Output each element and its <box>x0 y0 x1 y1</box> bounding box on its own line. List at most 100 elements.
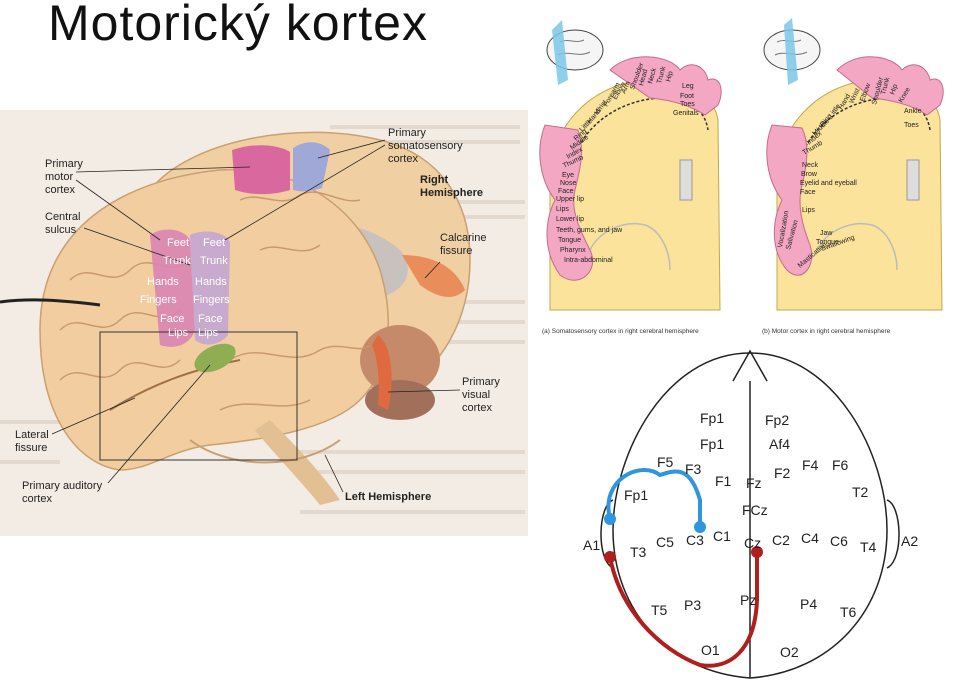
electrode-c2: C2 <box>772 532 790 548</box>
electrode-f5: F5 <box>657 454 674 470</box>
red-electrode-dot-left <box>604 551 616 563</box>
motor-jaw: Jaw <box>820 230 833 237</box>
homunculus-sensory-figure: Genitals Toes Foot Leg Hip Trunk Neck He… <box>539 20 722 335</box>
sens-toes: Toes <box>680 101 695 108</box>
electrode-a1: A1 <box>583 537 600 553</box>
motor-tongue: Tongue <box>816 239 839 246</box>
electrode-fp1-3: Fp1 <box>624 487 648 503</box>
red-connection-line <box>608 552 759 668</box>
sens-intra-abdominal: Intra-abdominal <box>564 257 613 264</box>
sens-upper-lip: Upper lip <box>556 196 584 203</box>
electrode-fcz: FCz <box>742 502 768 518</box>
motor-hip: Hip <box>889 83 899 95</box>
label-primary-visual-2: visual <box>462 389 490 401</box>
electrode-t5: T5 <box>651 602 668 618</box>
motor-eyelid: Eyelid and eyeball <box>800 180 857 187</box>
electrode-t4: T4 <box>860 539 877 555</box>
label-primary-motor-cortex-2: motor <box>45 171 73 183</box>
homunculus-motor-figure: Toes Ankle Knee Hip Trunk Shoulder Elbow… <box>762 18 944 335</box>
motor-brow: Brow <box>801 171 818 178</box>
label-primary-motor-cortex-1: Primary <box>45 158 83 170</box>
sensory-strip-hands: Hands <box>195 276 227 288</box>
label-lateral-fissure-1: Lateral <box>15 429 49 441</box>
electrode-t3: T3 <box>630 544 647 560</box>
label-primary-somatosensory-3: cortex <box>388 153 418 165</box>
sensory-strip-face: Face <box>198 313 222 325</box>
sens-foot: Foot <box>680 93 694 100</box>
electrode-p4: P4 <box>800 596 817 612</box>
eeg-electrode-map: Fp1 Fp2 Fp1 Af4 F5 F3 F1 Fz F2 F4 F6 Fp1… <box>583 349 918 679</box>
electrode-c4: C4 <box>801 530 819 546</box>
electrode-fz: Fz <box>746 475 762 491</box>
sens-face: Face <box>558 188 574 195</box>
label-calcarine-fissure-1: Calcarine <box>440 232 486 244</box>
label-central-sulcus-1: Central <box>45 211 80 223</box>
electrode-cz: Cz <box>744 535 761 551</box>
blue-electrode-dot-right <box>694 521 706 533</box>
electrode-f3: F3 <box>685 461 702 477</box>
sens-lower-lip: Lower lip <box>556 216 584 223</box>
motor-strip-hands: Hands <box>147 276 179 288</box>
motor-strip-fingers: Fingers <box>140 294 177 306</box>
motor-lips: Lips <box>802 207 815 214</box>
label-primary-visual-1: Primary <box>462 376 500 388</box>
sens-pharynx: Pharynx <box>560 247 586 254</box>
sens-trunk: Trunk <box>656 65 667 84</box>
sensory-strip-fingers: Fingers <box>193 294 230 306</box>
label-right-hemisphere-1: Right <box>420 174 448 186</box>
sens-head: Head <box>638 68 649 86</box>
electrode-f4: F4 <box>802 457 819 473</box>
electrode-o1: O1 <box>701 642 720 658</box>
label-primary-somatosensory-1: Primary <box>388 127 426 139</box>
sens-arm: Arm <box>620 80 632 95</box>
electrode-t6: T6 <box>840 604 857 620</box>
sens-neck: Neck <box>647 67 658 85</box>
electrode-c3: C3 <box>686 532 704 548</box>
motor-ankle: Ankle <box>904 108 922 115</box>
electrode-af4: Af4 <box>769 436 790 452</box>
label-primary-somatosensory-2: somatosensory <box>388 140 463 152</box>
label-primary-visual-3: cortex <box>462 402 492 414</box>
sens-leg: Leg <box>682 83 694 90</box>
sens-hip: Hip <box>665 70 675 82</box>
label-primary-auditory-2: cortex <box>22 493 52 505</box>
sensory-strip-trunk: Trunk <box>200 255 228 267</box>
motor-toes: Toes <box>904 122 919 129</box>
red-electrode-dot-right <box>751 546 763 558</box>
electrode-f1: F1 <box>715 473 732 489</box>
motor-strip-face: Face <box>160 313 184 325</box>
sens-nose: Nose <box>560 180 576 187</box>
electrode-c6: C6 <box>830 533 848 549</box>
label-primary-auditory-1: Primary auditory <box>22 480 103 492</box>
sens-teeth: Teeth, gums, and jaw <box>556 227 623 234</box>
brain-figure: Primary motor cortex Central sulcus Prim… <box>0 110 528 536</box>
electrode-t2: T2 <box>852 484 869 500</box>
sens-genitals: Genitals <box>673 110 699 117</box>
sensory-strip-feet: Feet <box>203 237 225 249</box>
label-right-hemisphere-2: Hemisphere <box>420 187 483 199</box>
electrode-o2: O2 <box>780 644 799 660</box>
motor-trunk: Trunk <box>880 76 891 95</box>
motor-strip-lips: Lips <box>168 327 189 339</box>
electrode-a2: A2 <box>901 533 918 549</box>
electrode-c5: C5 <box>656 534 674 550</box>
motor-face: Face <box>800 189 816 196</box>
electrode-f6: F6 <box>832 457 849 473</box>
electrode-p3: P3 <box>684 597 701 613</box>
electrode-c1: C1 <box>713 528 731 544</box>
electrode-f2: F2 <box>774 465 791 481</box>
motor-caption: (b) Motor cortex in right cerebral hemis… <box>762 328 891 335</box>
label-lateral-fissure-2: fissure <box>15 442 47 454</box>
label-left-hemisphere: Left Hemisphere <box>345 491 431 503</box>
blue-connection-line <box>606 468 702 527</box>
motor-strip-trunk: Trunk <box>163 255 191 267</box>
motor-strip-feet: Feet <box>167 237 189 249</box>
electrode-pz: Pz <box>740 592 756 608</box>
label-calcarine-fissure-2: fissure <box>440 245 472 257</box>
sensory-caption: (a) Somatosensory cortex in right cerebr… <box>542 328 699 335</box>
electrode-fp2: Fp2 <box>765 412 789 428</box>
electrode-fp1-2: Fp1 <box>700 436 724 452</box>
electrode-fp1: Fp1 <box>700 410 724 426</box>
label-central-sulcus-2: sulcus <box>45 224 77 236</box>
sens-lips: Lips <box>556 206 569 213</box>
